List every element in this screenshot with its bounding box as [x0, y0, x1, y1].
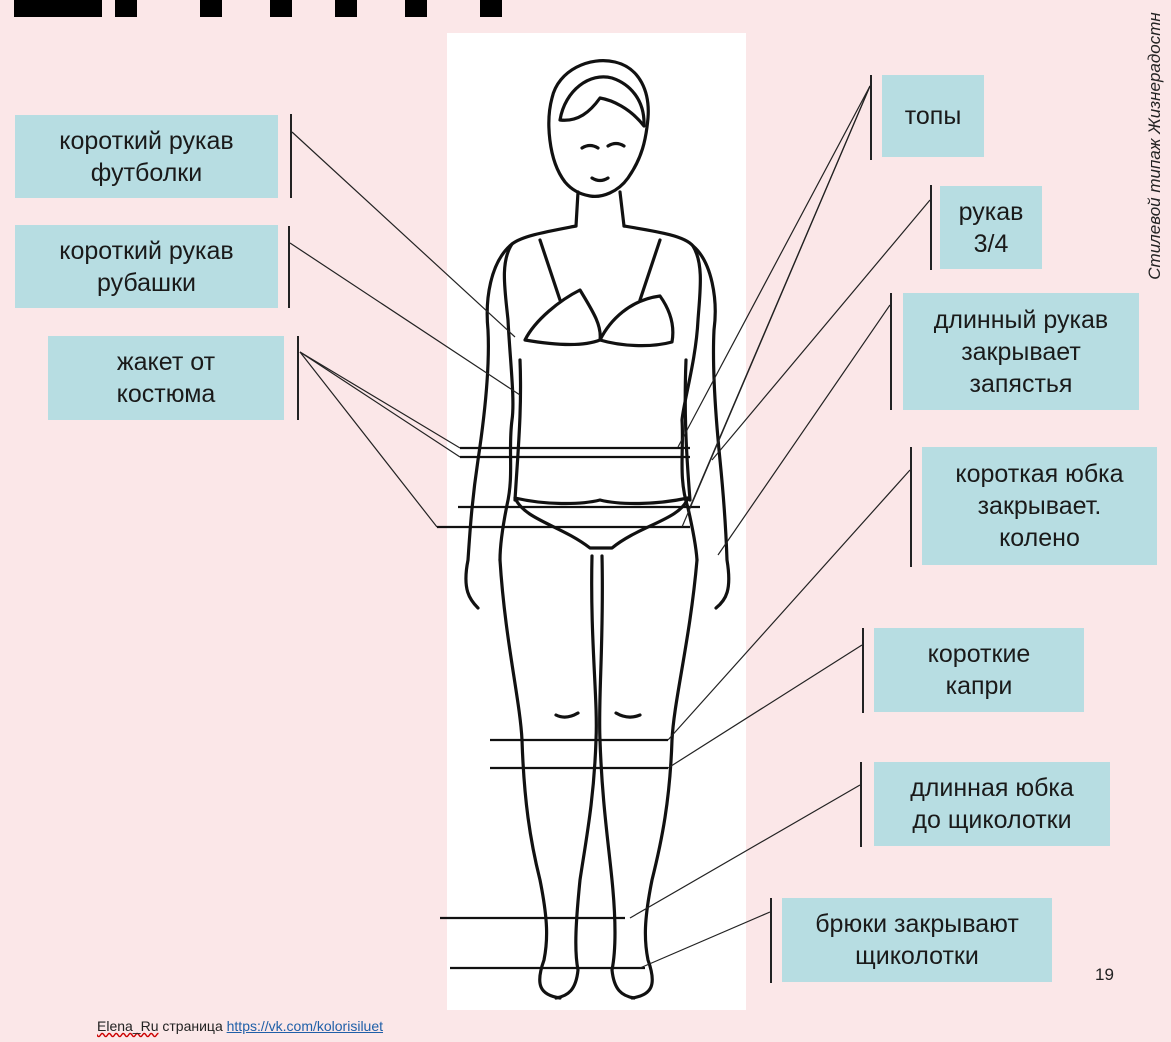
panties	[515, 498, 688, 548]
knee-left	[556, 713, 578, 717]
footer-author: Elena_Ru	[97, 1018, 159, 1034]
leader-short-tshirt	[292, 132, 515, 337]
mouth	[592, 178, 608, 181]
label-bracket	[890, 293, 892, 410]
label-short-capri: короткие капри	[874, 628, 1084, 712]
label-bracket	[910, 447, 912, 567]
leader-short-shirt	[290, 243, 520, 395]
label-bracket	[288, 226, 290, 308]
label-trousers: брюки закрывают щиколотки	[782, 898, 1052, 982]
head-outline	[549, 61, 648, 197]
side-caption-text: Стилевой типаж Жизнерадостн	[1145, 12, 1165, 279]
label-bracket	[870, 75, 872, 160]
label-short-tshirt-sleeve: короткий рукав футболки	[15, 115, 278, 198]
leg-right-inner	[600, 556, 634, 998]
knee-right	[616, 713, 640, 717]
leader-trousers	[640, 912, 770, 968]
eye-left	[582, 146, 598, 149]
page-number: 19	[1095, 965, 1114, 985]
label-bracket	[297, 336, 299, 420]
label-bracket	[860, 762, 862, 847]
eye-right	[608, 144, 624, 147]
side-caption: Стилевой типаж Жизнерадостн	[1141, 6, 1169, 286]
leg-left-outer	[500, 560, 560, 998]
leader-sleeve-3-4	[712, 200, 930, 460]
label-bracket	[770, 898, 772, 983]
inner-arm-left	[515, 360, 521, 500]
leg-right-outer	[632, 560, 697, 998]
label-bracket	[862, 628, 864, 713]
bra-strap-right	[640, 240, 660, 300]
label-long-skirt: длинная юбка до щиколотки	[874, 762, 1110, 846]
leader-tops-3	[682, 86, 870, 527]
label-long-sleeve: длинный рукав закрывает запястья	[903, 293, 1139, 410]
label-tops: топы	[882, 75, 984, 157]
leader-jacket-2	[300, 352, 460, 457]
label-bracket	[930, 185, 932, 270]
leader-capri	[668, 645, 862, 768]
label-bracket	[290, 114, 292, 198]
label-short-skirt: короткая юбка закрывает. колено	[922, 447, 1157, 565]
leader-long-sleeve	[718, 305, 890, 555]
leader-jacket-1	[300, 352, 460, 448]
footer-link[interactable]: https://vk.com/kolorisiluet	[227, 1018, 383, 1034]
label-short-shirt-sleeve: короткий рукав рубашки	[15, 225, 278, 308]
footer: Elena_Ru страница https://vk.com/koloris…	[97, 1018, 383, 1034]
label-sleeve-3-4: рукав 3/4	[940, 186, 1042, 269]
hair-fringe	[560, 77, 644, 126]
bra-strap-left	[540, 240, 560, 300]
leader-jacket-3	[300, 352, 437, 527]
bra	[525, 290, 673, 346]
leg-left-inner	[556, 556, 596, 998]
label-suit-jacket: жакет от костюма	[48, 336, 284, 420]
footer-page-word: страница	[162, 1018, 222, 1034]
torso-left	[500, 226, 576, 560]
